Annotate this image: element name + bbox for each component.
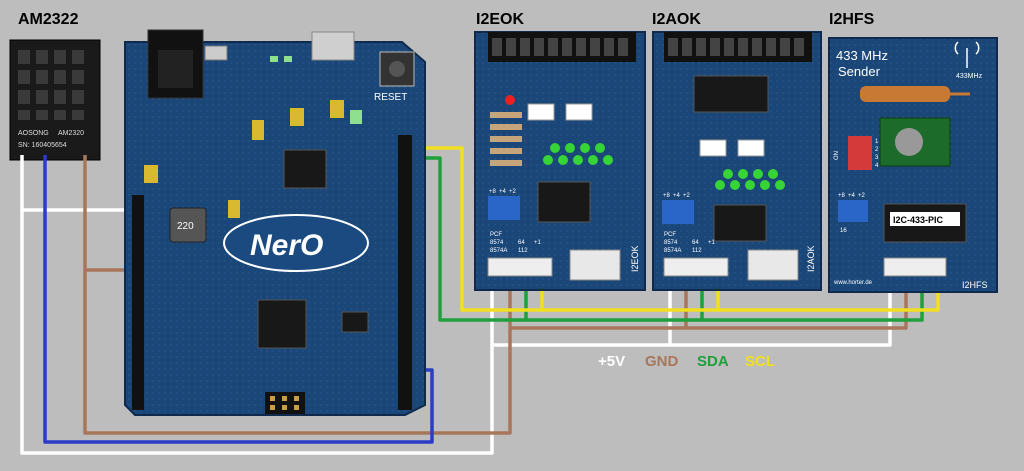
legend-gnd: GND: [645, 353, 679, 370]
legend-scl: SCL: [745, 353, 775, 370]
i2hfs-jumper-8: +8: [838, 193, 846, 199]
i2hfs-board: 433 MHz Sender 433MHz ON 1 2 3 4 +8 +4 +…: [828, 37, 998, 293]
i2eok-addr-8574: 8574: [490, 240, 504, 246]
wire-vcc-bus: [20, 210, 672, 455]
i2aok-addr-pcf: PCF: [664, 232, 676, 238]
i2hfs-jumper-4: +4: [848, 193, 856, 199]
i2hfs-side-label: I2HFS: [962, 280, 988, 290]
i2eok-led-array: [543, 143, 613, 165]
i2eok-chip: [537, 181, 591, 223]
mcu-chip: [257, 299, 307, 349]
i2eok-jumper-8: +8: [489, 189, 497, 195]
i2eok-addr-pcf: PCF: [490, 232, 502, 238]
inductor-value: 220: [177, 221, 194, 232]
wire-sda-i2eok: [412, 156, 528, 322]
power-switch: [204, 45, 228, 61]
dip-num-3: 3: [875, 155, 879, 161]
i2aok-addr-8574a: 8574A: [664, 248, 681, 254]
wire-gnd-bus: [83, 270, 512, 435]
reset-label: RESET: [374, 92, 407, 103]
sensor-brand: AOSONG: [18, 130, 49, 137]
i2eok-addr-8574a: 8574A: [490, 248, 507, 254]
i2aok-addr-64: 64: [692, 240, 699, 246]
i2aok-addr-8574: 8574: [664, 240, 678, 246]
nero-board: RESET 220 NerO: [124, 29, 426, 416]
wire-vcc-sensor: [20, 155, 140, 212]
sensor-serial: SN: 160405654: [18, 142, 67, 149]
board-i2aok-label: I2AOK: [652, 11, 701, 28]
icsp-header: [265, 392, 305, 414]
antenna-coil: [860, 86, 950, 102]
nero-logo-badge: [223, 214, 369, 272]
i2aok-jumpers: [662, 200, 694, 224]
legend-sda: SDA: [697, 353, 729, 370]
i2hfs-title-line2: Sender: [838, 64, 881, 79]
i2hfs-jumper-base: 16: [840, 228, 847, 234]
nero-logo: NerO: [250, 229, 323, 262]
dip-num-2: 2: [875, 147, 879, 153]
sensor-model: AM2320: [58, 130, 84, 137]
wire-legend: +5V GND SDA SCL: [598, 353, 775, 370]
i2aok-jumper-8: +8: [663, 193, 671, 199]
i2eok-resistors: [490, 112, 522, 166]
i2aok-jumper-2: +2: [683, 193, 691, 199]
dip-on-label: ON: [834, 151, 840, 160]
legend-vcc: +5V: [598, 353, 625, 370]
i2hfs-jumpers: [838, 200, 868, 222]
i2aok-led-array: [715, 169, 785, 190]
dip-num-1: 1: [875, 139, 879, 145]
i2hfs-connector: [883, 257, 947, 277]
i2eok-status-led: [505, 95, 515, 105]
inductor: [169, 207, 207, 243]
usb-port: [311, 31, 355, 61]
i2eok-addr-plus1: +1: [534, 240, 542, 246]
i2aok-addr-plus1: +1: [708, 240, 716, 246]
i2aok-chip: [713, 204, 767, 242]
usb-chip: [283, 149, 327, 189]
i2hfs-jumper-2: +2: [858, 193, 866, 199]
sensor-label: AM2322: [18, 11, 79, 28]
i2aok-board: +8 +4 +2 PCF 8574 8574A 64 112 +1 I2AOK: [652, 31, 822, 291]
board-i2eok-label: I2EOK: [476, 11, 524, 28]
i2aok-connector: [663, 257, 729, 277]
i2eok-connector: [487, 257, 553, 277]
wires: [20, 146, 940, 455]
right-header: [398, 135, 412, 410]
i2eok-side-label: I2EOK: [630, 245, 640, 272]
am2322-sensor: AOSONG AM2320 SN: 160405654: [9, 39, 101, 161]
dip-num-4: 4: [875, 163, 879, 169]
board-i2hfs-label: I2HFS: [829, 11, 875, 28]
i2aok-jumper-4: +4: [673, 193, 681, 199]
i2hfs-website: www.horter.de: [833, 280, 873, 286]
i2eok-jumper-4: +4: [499, 189, 507, 195]
wire-vcc-i2hfs: [670, 275, 892, 347]
i2aok-driver-chip: [693, 75, 769, 113]
i2hfs-title-line1: 433 MHz: [836, 48, 888, 63]
i2eok-board: +8 +4 +2 PCF 8574 8574A 64 112 +1 I2EOK: [474, 31, 646, 291]
i2eok-addr-64: 64: [518, 240, 525, 246]
antenna-icon: [954, 41, 980, 68]
i2eok-jumper-2: +2: [509, 189, 517, 195]
left-header: [132, 195, 144, 410]
i2aok-side-label: I2AOK: [806, 245, 816, 272]
i2eok-jumpers: [488, 196, 520, 220]
pic-chip-label: I2C-433-PIC: [893, 215, 944, 225]
wire-scl-i2eok: [412, 146, 544, 312]
i2eok-addr-112: 112: [518, 248, 528, 254]
i2hfs-antenna-label: 433MHz: [956, 73, 983, 80]
i2aok-addr-112: 112: [692, 248, 702, 254]
dip-switch: [848, 136, 872, 170]
